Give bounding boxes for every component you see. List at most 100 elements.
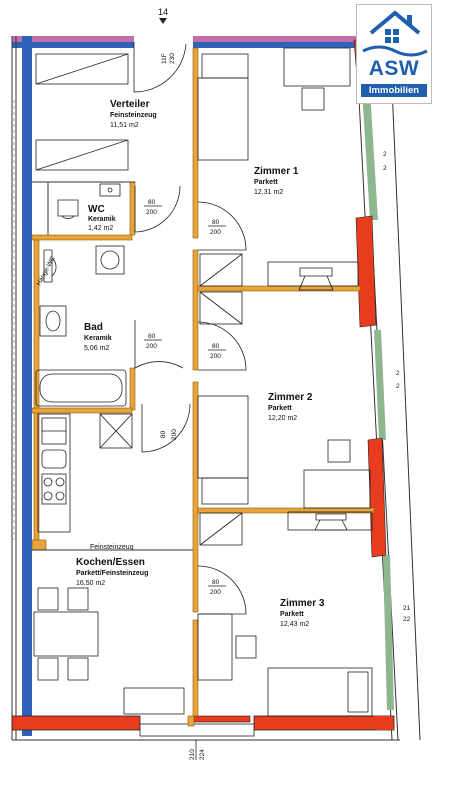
z2-desk-2 (287, 511, 373, 531)
wall-bottom-right (253, 715, 395, 731)
verteiler-area: 11,51 m2 (110, 122, 139, 129)
z1-shelf-diag (199, 253, 243, 287)
facade-red-4 (374, 716, 394, 730)
right-dim-3: 2 (396, 370, 400, 377)
kochen-floor: Parkett/Feinsteinzeug (76, 570, 148, 577)
right-dim-5: 21 (403, 605, 411, 612)
wall-corridor-right-3 (192, 381, 199, 613)
z2-chair-2 (314, 513, 348, 531)
wall-wc-bad (31, 234, 133, 241)
wall-corridor-right-2 (192, 249, 199, 371)
wc-basin (99, 183, 121, 197)
wall-bottom-left (11, 715, 141, 731)
facade-red-2 (355, 215, 377, 328)
zimmer1-floor: Parkett (254, 179, 278, 186)
wall-kitchen-bottom (31, 539, 47, 551)
top-dim-vert-b: 230 (169, 53, 176, 64)
wardrobe-mid-diag (35, 139, 129, 171)
door-z3-w: 80 (212, 579, 220, 586)
dining-chair-1 (37, 587, 59, 611)
bad-sink (39, 305, 67, 337)
z1-shelf (199, 253, 243, 287)
kitchen-counter (37, 413, 71, 533)
entrance-marker (159, 18, 167, 24)
zimmer3-area: 12,43 m2 (280, 621, 309, 628)
burner-2 (55, 477, 65, 487)
verteiler-name: Verteiler (110, 99, 150, 110)
asw-logo: ASW Immobilien (356, 4, 432, 104)
wall-z2-z3 (197, 507, 375, 514)
wardrobe-top-diag (35, 53, 129, 85)
zimmer2-area: 12,20 m2 (268, 415, 297, 422)
door-z1-w: 80 (212, 219, 220, 226)
wc-toilet (57, 199, 79, 220)
z2-shelf (199, 291, 243, 325)
wall-bad-left (33, 239, 40, 411)
dining-chair-2 (67, 587, 89, 611)
door-wc (134, 185, 181, 233)
door-zimmer3 (197, 565, 247, 615)
house-icon (362, 10, 428, 57)
burner-3 (43, 491, 53, 501)
bad-washer (95, 245, 125, 275)
logo-brand: ASW (368, 57, 420, 80)
wall-left-column (22, 36, 32, 736)
z2-shelf-diag (199, 291, 243, 325)
z2-shelf-2 (199, 512, 243, 546)
wc-floor: Keramik (88, 216, 116, 223)
wall-top-left-blue (12, 42, 134, 48)
z2-bed (197, 395, 249, 479)
kochen-area: 16,50 m2 (76, 580, 105, 587)
door-zimmer1 (197, 201, 247, 251)
z2-shelf-2-diag (199, 512, 243, 546)
z1-wardrobe (201, 53, 249, 79)
wall-corridor-right-4 (192, 619, 199, 717)
door-bad-w: 80 (148, 333, 156, 340)
bad-floor: Keramik (84, 335, 112, 342)
bad-washer-drum (100, 250, 120, 270)
door-zimmer2 (197, 321, 247, 371)
kitchen-stove (41, 473, 67, 505)
zimmer3-name: Zimmer 3 (280, 598, 325, 609)
wardrobe-mid (35, 139, 129, 171)
z1-bed (197, 77, 249, 161)
entrance-door-arc (133, 42, 187, 93)
z3-desk (197, 613, 233, 681)
wall-bottom-door-left (187, 715, 195, 727)
z2-wardrobe (201, 477, 249, 505)
dining-table (33, 611, 99, 657)
wardrobe-top (35, 53, 129, 85)
z3-chair (235, 635, 257, 659)
right-dim-1: 2 (383, 151, 387, 158)
z1-chair (301, 87, 325, 111)
bad-toilet (43, 249, 57, 283)
wall-bottom-mid (193, 715, 251, 723)
tray-diag-2 (99, 413, 133, 449)
kitchen-sink-2 (41, 449, 67, 469)
bad-sink-bowl (45, 310, 61, 332)
top-dim-number: 14 (158, 7, 168, 17)
bad-area: 5,06 m2 (84, 345, 109, 352)
kochen-floor-label: Feinsteinzeug (90, 544, 134, 551)
wc-basin-drain (107, 187, 113, 193)
wc-name: WC (88, 204, 105, 215)
wall-bad-bottom (31, 407, 133, 414)
right-dim-4: 2 (396, 383, 400, 390)
bad-tub (35, 369, 127, 407)
door-z3-h: 200 (210, 589, 221, 596)
bad-tub-inner (39, 373, 123, 403)
wall-bottom-opening (139, 723, 255, 737)
z3-bed (267, 667, 373, 717)
kochen-name: Kochen/Essen (76, 557, 145, 568)
door-hall-h: 200 (171, 429, 178, 440)
facade-window-green-1 (362, 90, 378, 220)
bottom-dim-b: 224 (199, 749, 206, 760)
door-z2-h: 200 (210, 353, 221, 360)
zimmer2-floor: Parkett (268, 405, 292, 412)
facade-red-3 (367, 437, 387, 558)
burner-1 (43, 477, 53, 487)
dining-chair-4 (67, 657, 89, 681)
z1-desk-2 (267, 261, 359, 287)
door-bad (134, 320, 184, 369)
